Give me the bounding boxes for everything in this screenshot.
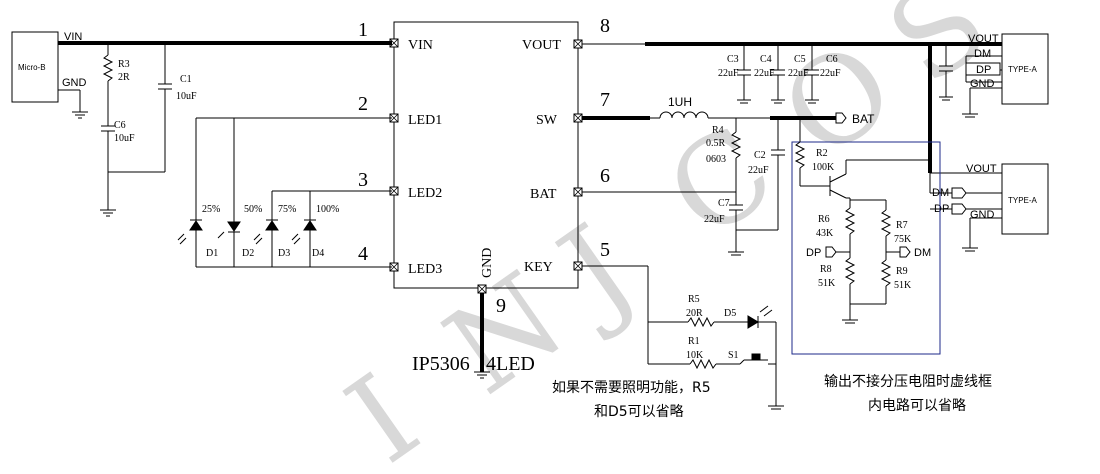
- pin-num-5: 5: [600, 239, 610, 261]
- svg-text:TYPE-A: TYPE-A: [1008, 65, 1038, 74]
- note-lighting-line1: 如果不需要照明功能，R5: [552, 380, 711, 396]
- d2-pct: 50%: [244, 204, 262, 215]
- micro-b-connector: Micro-B VIN GND: [11, 31, 87, 103]
- svg-text:DM: DM: [974, 48, 991, 60]
- svg-text:DM: DM: [914, 247, 931, 259]
- input-wiring: [58, 41, 392, 217]
- pin-label-vout: VOUT: [522, 38, 561, 53]
- svg-text:C7: C7: [718, 198, 730, 209]
- vout-wiring: [582, 42, 1002, 252]
- note-divider-line2: 内电路可以省略: [868, 398, 966, 414]
- type-a-connector-1: TYPE-A VOUT DM DP GND: [965, 33, 1049, 105]
- svg-text:S1: S1: [728, 350, 739, 361]
- c6a-ref: C6: [114, 120, 126, 131]
- ic-ip5306: VIN LED1 LED2 LED3 VOUT SW BAT KEY GND 1…: [358, 15, 610, 375]
- svg-text:GND: GND: [970, 78, 995, 90]
- svg-text:C5: C5: [794, 54, 806, 65]
- svg-text:22uF: 22uF: [718, 68, 739, 79]
- pin-label-led3: LED3: [408, 262, 442, 277]
- ic-part-suffix: 4LED: [486, 353, 535, 375]
- svg-text:R2: R2: [816, 148, 828, 159]
- svg-text:R5: R5: [688, 294, 700, 305]
- d3-ref: D3: [278, 248, 290, 259]
- svg-text:22uF: 22uF: [754, 68, 775, 79]
- svg-text:22uF: 22uF: [820, 68, 841, 79]
- svg-text:Micro-B: Micro-B: [18, 63, 46, 72]
- svg-text:C6: C6: [826, 54, 838, 65]
- svg-text:R1: R1: [688, 336, 700, 347]
- svg-text:0.5R: 0.5R: [706, 138, 726, 149]
- svg-text:22uF: 22uF: [704, 214, 725, 225]
- d1-ref: D1: [206, 248, 218, 259]
- svg-text:20R: 20R: [686, 308, 703, 319]
- r3-ref: R3: [118, 59, 130, 70]
- d4-pct: 100%: [316, 204, 339, 215]
- svg-text:22uF: 22uF: [788, 68, 809, 79]
- pin-label-gnd: GND: [480, 248, 495, 278]
- svg-text:0603: 0603: [706, 154, 726, 165]
- pin-num-1: 1: [358, 19, 368, 41]
- svg-text:C2: C2: [754, 150, 766, 161]
- pin-label-bat: BAT: [530, 187, 557, 202]
- l1-val: 1UH: [668, 95, 692, 109]
- d4-ref: D4: [312, 248, 324, 259]
- svg-text:10K: 10K: [686, 350, 704, 361]
- svg-text:VOUT: VOUT: [966, 163, 997, 175]
- svg-text:VIN: VIN: [64, 31, 82, 43]
- gnd-pin-wiring: [474, 293, 490, 379]
- svg-text:GND: GND: [970, 209, 995, 221]
- svg-text:TYPE-A: TYPE-A: [1008, 196, 1038, 205]
- d2-ref: D2: [242, 248, 254, 259]
- svg-text:R7: R7: [896, 220, 908, 231]
- svg-text:DP: DP: [976, 64, 991, 76]
- divider-wiring: [794, 118, 952, 324]
- pin-num-3: 3: [358, 169, 368, 191]
- svg-text:75K: 75K: [894, 234, 912, 245]
- pin-num-9: 9: [496, 295, 506, 317]
- svg-text:R8: R8: [820, 264, 832, 275]
- svg-text:D5: D5: [724, 308, 736, 319]
- led-symbols: [177, 219, 317, 245]
- pin-label-led2: LED2: [408, 186, 442, 201]
- svg-text:51K: 51K: [894, 280, 912, 291]
- svg-text:22uF: 22uF: [748, 165, 769, 176]
- key-wiring: [582, 265, 784, 410]
- type-a-connector-2: TYPE-A VOUT DM DP GND: [932, 163, 1049, 235]
- svg-text:R6: R6: [818, 214, 830, 225]
- pin-num-8: 8: [600, 15, 610, 37]
- optional-divider-box: [791, 141, 941, 355]
- pin-num-2: 2: [358, 93, 368, 115]
- d1-pct: 25%: [202, 204, 220, 215]
- c1-val: 10uF: [176, 91, 197, 102]
- svg-text:VOUT: VOUT: [968, 33, 999, 45]
- led-network: [195, 117, 392, 268]
- svg-text:C4: C4: [760, 54, 772, 65]
- svg-text:43K: 43K: [816, 228, 834, 239]
- pin-num-6: 6: [600, 165, 610, 187]
- svg-text:C3: C3: [727, 54, 739, 65]
- svg-text:R4: R4: [712, 125, 724, 136]
- svg-text:100K: 100K: [812, 162, 835, 173]
- svg-text:GND: GND: [62, 77, 87, 89]
- pin-num-4: 4: [358, 243, 368, 265]
- svg-text:51K: 51K: [818, 278, 836, 289]
- c6a-val: 10uF: [114, 133, 135, 144]
- pin-label-led1: LED1: [408, 113, 442, 128]
- pin-label-vin: VIN: [408, 38, 433, 53]
- pin-num-7: 7: [600, 89, 610, 111]
- pin-label-key: KEY: [524, 260, 553, 275]
- svg-text:R9: R9: [896, 266, 908, 277]
- svg-text:DP: DP: [806, 247, 821, 259]
- note-lighting-line2: 和D5可以省略: [594, 404, 684, 420]
- d3-pct: 75%: [278, 204, 296, 215]
- bat-net-label: BAT: [852, 112, 875, 126]
- c1-ref: C1: [180, 74, 192, 85]
- note-divider-line1: 输出不接分压电阻时虚线框: [824, 373, 992, 390]
- pin-label-sw: SW: [536, 113, 558, 128]
- ic-part-name: IP5306: [412, 353, 470, 375]
- r3-val: 2R: [118, 72, 130, 83]
- sw-bat-wiring: [582, 111, 847, 256]
